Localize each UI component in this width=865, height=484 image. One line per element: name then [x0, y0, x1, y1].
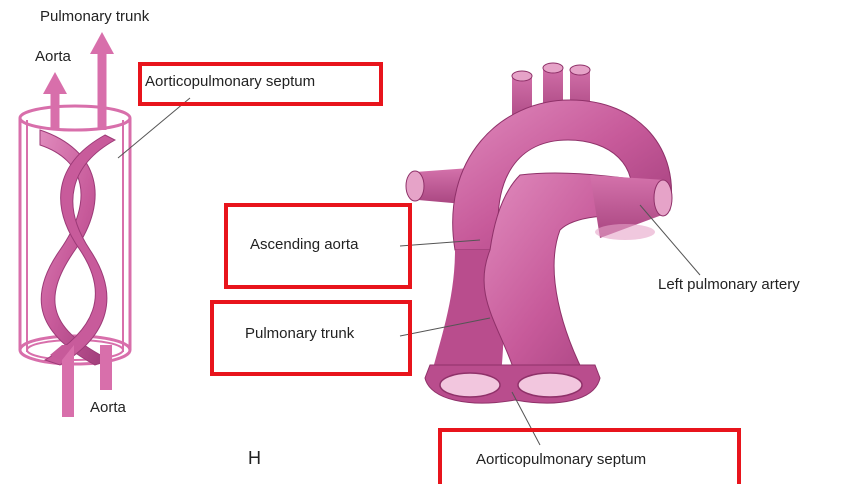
highlight-box-septum-left — [138, 62, 383, 106]
aortic-arch-illustration — [406, 63, 672, 403]
spiral-septum-schematic — [20, 32, 130, 417]
label-aorta-top: Aorta — [35, 48, 71, 65]
panel-letter: H — [248, 448, 261, 469]
left-pulmonary-artery-leader — [640, 205, 700, 275]
label-pulmonary-trunk-top: Pulmonary trunk — [40, 8, 149, 25]
highlight-box-ascending-aorta — [224, 203, 412, 289]
label-aorta-bottom: Aorta — [90, 399, 126, 416]
highlight-box-pulmonary-trunk — [210, 300, 412, 376]
highlight-box-septum-bottom — [438, 428, 741, 484]
label-left-pulmonary-artery: Left pulmonary artery — [658, 276, 800, 293]
